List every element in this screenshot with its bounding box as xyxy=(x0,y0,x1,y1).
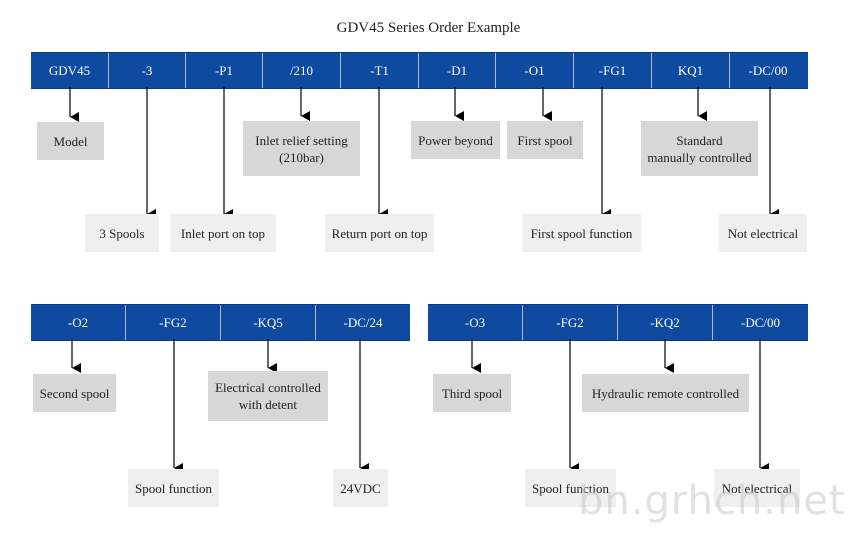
code-cell-electrical: -DC/00 xyxy=(748,62,788,78)
code-cell-control: KQ1 xyxy=(652,53,730,88)
code-cell-return: -T1 xyxy=(341,53,419,88)
label-not-electrical: Not electrical xyxy=(719,214,807,252)
label-not-electrical-right: Not electrical xyxy=(714,469,800,507)
code-cell-first-function: -FG1 xyxy=(574,53,652,88)
label-standard-line2: manually controlled xyxy=(647,149,752,165)
left-code-electrical: -DC/24 xyxy=(343,314,383,330)
label-hydraulic-remote: Hydraulic remote controlled xyxy=(582,374,749,412)
right-code-spool: -O3 xyxy=(428,305,523,340)
code-cell-spools: -3 xyxy=(109,53,186,88)
label-first-spool: First spool xyxy=(507,121,583,159)
label-return-port: Return port on top xyxy=(325,214,434,252)
code-cell-inlet: -P1 xyxy=(186,53,263,88)
label-inlet-relief-line1: Inlet relief setting xyxy=(255,132,348,148)
label-3-spools: 3 Spools xyxy=(85,214,159,252)
label-power-beyond: Power beyond xyxy=(411,121,500,159)
watermark: bn.grhch.net xyxy=(578,478,846,524)
label-second-spool: Second spool xyxy=(33,374,116,412)
code-cell-first-spool: -O1 xyxy=(496,53,574,88)
right-code-control: -KQ2 xyxy=(618,305,713,340)
label-electrical-line2: with detent xyxy=(238,397,298,412)
right-code-function: -FG2 xyxy=(523,305,618,340)
label-third-spool: Third spool xyxy=(433,374,511,412)
left-code-function: -FG2 xyxy=(126,305,221,340)
label-inlet-relief-line2: (210bar) xyxy=(279,149,324,165)
label-model: Model xyxy=(37,122,104,160)
top-code-bar: GDV45 -3 -P1 /210 -T1 -D1 -O1 -FG1 KQ1 -… xyxy=(31,52,808,89)
code-cell-model: GDV45 xyxy=(31,53,109,88)
label-24vdc: 24VDC xyxy=(333,469,388,507)
label-electrical-line1: Electrical controlled xyxy=(215,380,321,395)
right-code-bar: -O3 -FG2 -KQ2 -DC/00 xyxy=(428,304,808,341)
label-inlet-port: Inlet port on top xyxy=(170,214,276,252)
left-code-bar: -O2 -FG2 -KQ5 -DC/24 xyxy=(31,304,410,341)
label-inlet-relief: Inlet relief setting (210bar) xyxy=(243,121,360,176)
right-code-electrical: -DC/00 xyxy=(741,314,780,330)
left-code-spool: -O2 xyxy=(31,305,126,340)
label-electrical-controlled: Electrical controlled with detent xyxy=(208,371,328,421)
diagram-title: GDV45 Series Order Example xyxy=(336,20,521,36)
left-code-control: -KQ5 xyxy=(221,305,316,340)
code-cell-power-beyond: -D1 xyxy=(419,53,496,88)
label-spool-function-left: Spool function xyxy=(128,469,219,507)
label-spool-function-right: Spool function xyxy=(525,469,616,507)
label-standard-line1: Standard xyxy=(676,132,723,148)
label-first-spool-function: First spool function xyxy=(522,214,641,252)
code-cell-relief: /210 xyxy=(263,53,341,88)
label-standard-manual: Standard manually controlled xyxy=(641,121,758,176)
